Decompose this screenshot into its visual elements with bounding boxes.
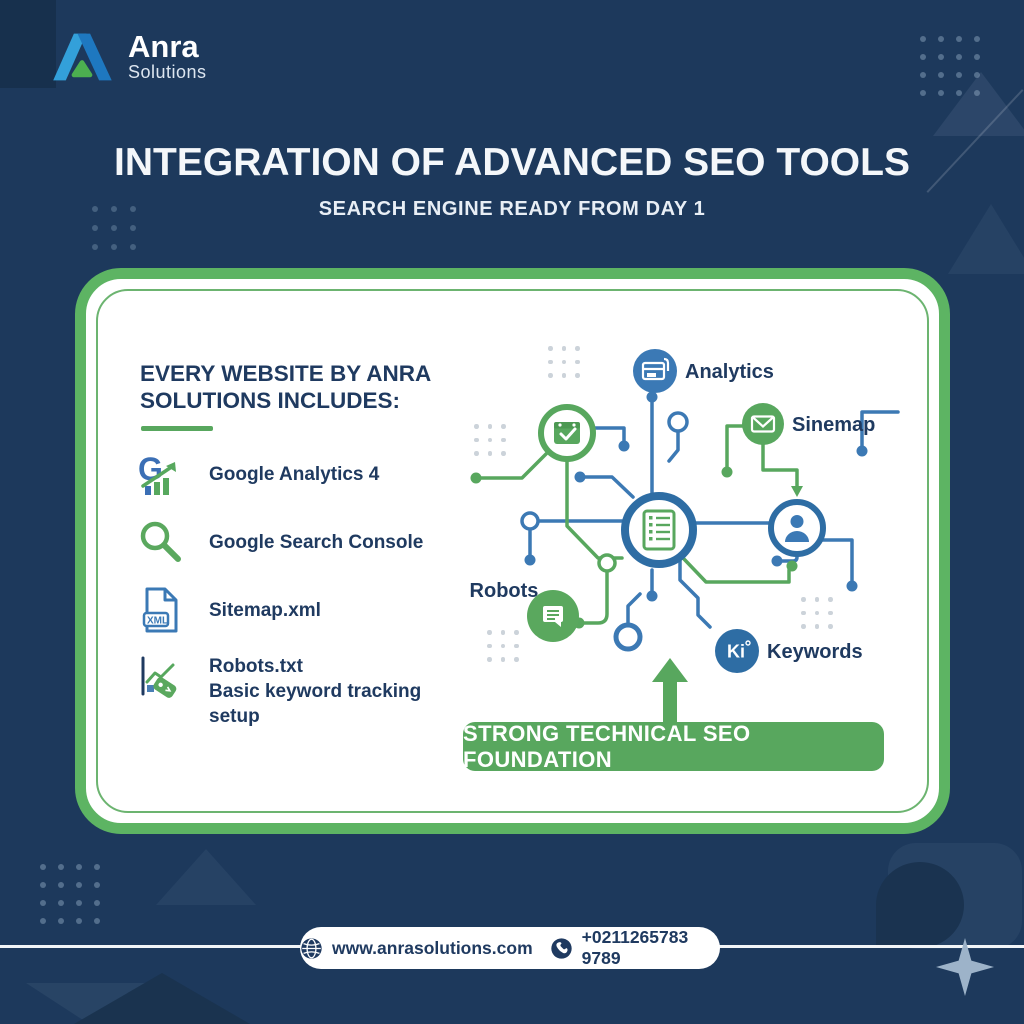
envelope-icon: [750, 415, 776, 433]
feature-item: XML Sitemap.xml: [137, 586, 439, 634]
phone-icon: [550, 937, 572, 959]
dots-grid: [487, 630, 519, 662]
sinemap-label: Sinemap: [792, 414, 875, 436]
feature-item: Robots.txt Basic keyword tracking setup: [137, 654, 439, 729]
website-text: www.anrasolutions.com: [332, 937, 533, 958]
dots-grid: [548, 346, 580, 378]
phone-text: +0211265783 9789: [581, 927, 689, 968]
blue-node-dots: [524, 391, 868, 602]
badge-ring: [745, 640, 751, 646]
keyword-tracking-icon: [141, 656, 177, 698]
up-arrow-icon: [652, 658, 688, 722]
user-icon: [785, 515, 809, 542]
calendar-check-icon: [554, 422, 580, 444]
blue-ring: [613, 622, 643, 652]
center-hub-node: [621, 492, 697, 568]
file-text-icon: [543, 606, 563, 627]
keywords-badge: Ki: [727, 642, 745, 662]
dots-grid: [40, 864, 100, 924]
feature-sublabel: Basic keyword tracking setup: [209, 681, 422, 727]
xml-file-icon: XML: [142, 587, 178, 633]
card-heading-line2: SOLUTIONS INCLUDES:: [140, 388, 401, 414]
triangle-decoration: [156, 849, 256, 905]
feature-label: Robots.txt Basic keyword tracking setup: [209, 654, 439, 729]
page-subtitle: SEARCH ENGINE READY FROM DAY 1: [318, 198, 706, 220]
feature-label: Google Search Console: [209, 531, 424, 553]
svg-text:XML: XML: [147, 616, 168, 627]
dots-grid: [92, 206, 136, 250]
blob-decoration: [876, 862, 964, 948]
logo-mark-icon: [53, 33, 112, 81]
feature-label: Google Analytics 4: [209, 463, 380, 485]
contact-bar: www.anrasolutions.com +0211265783 9789: [300, 927, 720, 969]
keywords-node: Ki: [715, 629, 759, 673]
analytics-label: Analytics: [685, 361, 774, 383]
heading-underline: [141, 426, 213, 431]
seo-network-diagram: Analytics Sinemap: [470, 349, 900, 722]
document-list-icon: [642, 509, 676, 551]
brand-logo: Anra Solutions: [46, 28, 207, 86]
analytics-node: [633, 349, 677, 393]
feature-item: G Google Analytics 4: [137, 450, 439, 498]
google-analytics-icon: G: [138, 451, 176, 495]
search-icon: [140, 521, 181, 562]
feature-label: Sitemap.xml: [209, 599, 321, 621]
dots-grid: [801, 597, 833, 629]
corner-square-decoration: [0, 0, 56, 88]
brand-tagline: Solutions: [128, 62, 207, 83]
feature-item: Google Search Console: [137, 518, 439, 566]
card-heading: EVERY WEBSITE BY ANRA SOLUTIONS INCLUDES…: [140, 360, 470, 415]
dots-grid: [920, 36, 980, 96]
person-node: [768, 499, 826, 557]
green-ring: [597, 553, 617, 573]
blue-ring: [667, 411, 689, 433]
sinemap-node: [742, 403, 784, 445]
brand-name: Anra: [128, 29, 199, 65]
calendar-node: [538, 404, 596, 462]
blue-ring: [520, 511, 540, 531]
foundation-banner: STRONG TECHNICAL SEO FOUNDATION: [463, 721, 884, 772]
keywords-label: Keywords: [767, 641, 863, 663]
card-heading-line1: EVERY WEBSITE BY ANRA: [140, 361, 432, 386]
feature-label-main: Robots.txt: [209, 656, 303, 677]
robots-label: Robots: [470, 580, 539, 602]
page-title: INTEGRATION OF ADVANCED SEO TOOLS: [114, 141, 910, 184]
dots-grid: [474, 424, 506, 456]
green-arrowhead: [791, 486, 803, 497]
browser-icon: [641, 357, 670, 381]
globe-icon: [301, 937, 322, 959]
robots-node: [527, 590, 579, 642]
